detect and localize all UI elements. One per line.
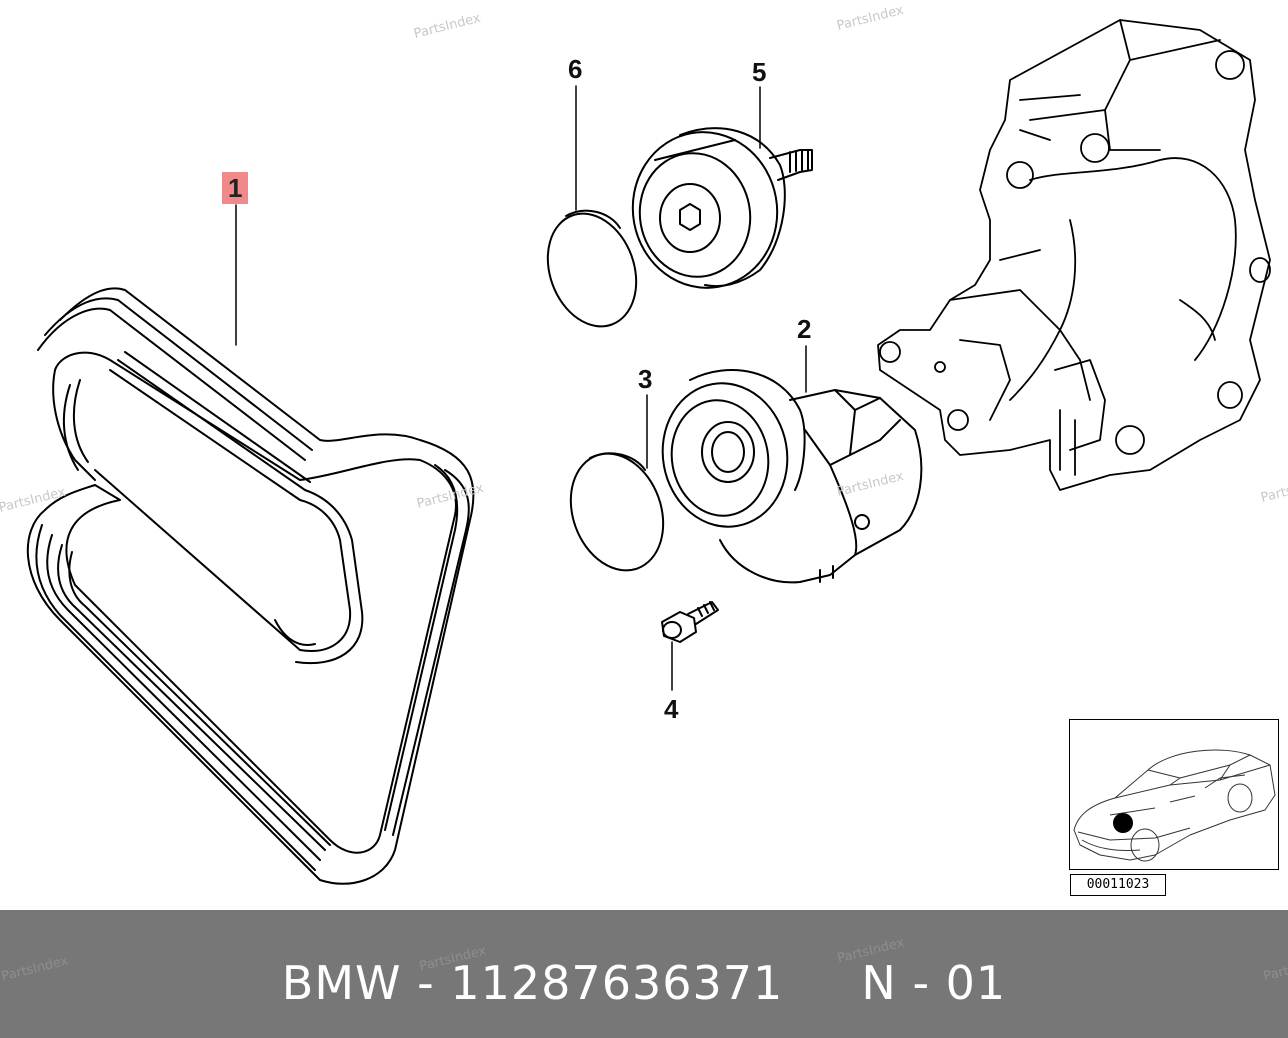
drive-belt[interactable]	[26, 204, 475, 885]
watermark-text: PartsIndex	[835, 469, 905, 500]
callout-6[interactable]: 6	[568, 54, 583, 84]
idler-pulley[interactable]	[621, 86, 813, 299]
parts-diagram: PartsIndex PartsIndex PartsIndex PartsIn…	[0, 3, 1288, 885]
tensioner-bolt[interactable]	[661, 601, 719, 691]
callout-3[interactable]: 3	[638, 364, 653, 394]
callout-2[interactable]: 2	[797, 314, 812, 344]
pulley-cap-lower[interactable]	[555, 394, 679, 583]
pulley-cap-upper[interactable]	[533, 85, 652, 339]
footer-bar: PartsIndex PartsIndex PartsIndex PartsIn…	[0, 910, 1288, 1038]
diagram-reference-number: 00011023	[1070, 874, 1166, 896]
car-outline-icon	[1073, 749, 1276, 862]
watermark-text: PartsIndex	[835, 3, 905, 34]
belt-tensioner[interactable]	[651, 345, 923, 584]
vehicle-location-inset	[1069, 719, 1279, 870]
location-dot-icon	[1113, 813, 1133, 833]
callout-5[interactable]: 5	[752, 57, 767, 87]
watermark-text: PartsIndex	[1259, 475, 1288, 506]
engine-bracket	[877, 19, 1271, 491]
watermark-text: PartsIndex	[412, 11, 482, 42]
watermark-text: PartsIndex	[0, 485, 67, 516]
callout-4[interactable]: 4	[664, 694, 679, 724]
callout-1[interactable]: 1	[222, 172, 249, 204]
part-number-caption: BMW - 11287636371 N - 01	[281, 956, 1007, 1010]
